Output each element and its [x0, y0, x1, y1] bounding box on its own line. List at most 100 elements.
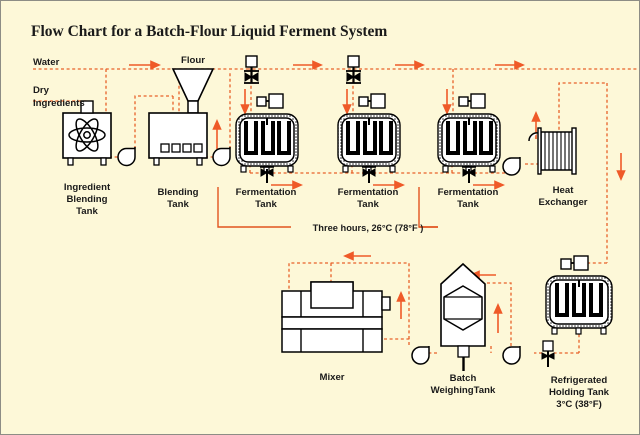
pump-5[interactable] — [411, 346, 430, 365]
rht-leg-r — [600, 327, 607, 335]
hx-left-flange — [537, 127, 542, 175]
centrifugal-pump-icon — [502, 157, 521, 176]
bt-leg-right — [196, 157, 203, 166]
input-label-dry-1: Dry — [33, 85, 50, 96]
input-label-dry-2: Ingredients — [33, 98, 85, 109]
ft3-leg-l — [442, 165, 449, 173]
bwt-label-line2: WeighingTank — [431, 385, 496, 396]
centrifugal-pump-icon — [502, 346, 521, 365]
rht-label-line1: Refrigerated — [551, 375, 608, 386]
bottom-valve-ft2[interactable] — [362, 166, 376, 183]
equipment-fermentation-tank-2[interactable]: Fermentation Tank — [337, 55, 401, 210]
arrow-down-ft3 — [442, 89, 452, 115]
atom-mixer-icon — [68, 118, 106, 152]
equipment-fermentation-tank-1[interactable]: Fermentation Tank — [235, 55, 299, 210]
flour-hopper-icon — [171, 68, 215, 102]
ft1-agitator-coils — [244, 118, 291, 155]
mixer-hood-overlay — [310, 281, 354, 309]
hx-inlet-bend — [528, 132, 539, 142]
ft2-label-line2: Tank — [357, 199, 379, 210]
ft3-label-line2: Tank — [457, 199, 479, 210]
bottom-valve-ft1[interactable] — [260, 166, 274, 183]
centrifugal-pump-icon — [212, 147, 231, 167]
equipment-batch-weighing-tank[interactable]: Batch WeighingTank — [431, 262, 496, 396]
hx-label-line2: Exchanger — [538, 197, 587, 208]
input-label-flour: Flour — [181, 55, 205, 66]
rht-leg-l — [551, 327, 558, 335]
ibt-leg-left — [67, 157, 74, 166]
equipment-blending-tank[interactable]: Blending Tank — [148, 68, 215, 210]
ft1-label-line1: Fermentation — [236, 187, 297, 198]
rht-agitator-coils — [555, 280, 603, 317]
ft1-leg-r — [287, 165, 294, 173]
bwt-label-line1: Batch — [450, 373, 477, 384]
arrow-up-blending-riser — [212, 119, 222, 149]
arrow-top-1 — [129, 60, 161, 70]
hx-label-line1: Heat — [553, 185, 575, 196]
flow-arrows — [129, 60, 626, 333]
arrow-up-mixer-riser — [396, 291, 406, 319]
mixer-label: Mixer — [319, 372, 344, 383]
input-label-water: Water — [33, 57, 60, 68]
bt-label-line2: Tank — [167, 199, 189, 210]
control-valve-icon-ft1[interactable] — [244, 55, 259, 84]
bracket-right-stub — [418, 187, 438, 228]
ft2-label-line1: Fermentation — [338, 187, 399, 198]
arrow-bottom-1 — [271, 180, 303, 190]
hx-fins — [544, 132, 570, 170]
bt-leg-left — [153, 157, 160, 166]
equipment-heat-exchanger[interactable]: Heat Exchanger — [528, 127, 588, 208]
arrow-bottom-3 — [473, 180, 505, 190]
control-valve-icon-ft2[interactable] — [346, 55, 361, 84]
residence-note-label: Three hours, 26°C (78°F ) — [313, 223, 424, 233]
arrow-down-ft2 — [342, 89, 352, 115]
pipe-pump1-to-blending — [134, 95, 173, 149]
arrow-top-3 — [395, 60, 425, 70]
ft3-label-line1: Fermentation — [438, 187, 499, 198]
equipment-fermentation-tank-3[interactable]: Fermentation Tank — [437, 93, 501, 210]
ft2-agitator-coils — [346, 118, 393, 155]
ft1-leg-l — [240, 165, 247, 173]
fermentation-residence-bracket — [217, 187, 438, 228]
pipe-hx-outlet-riser — [558, 82, 607, 141]
equipment-mixer[interactable]: Mixer — [281, 281, 391, 383]
equipment-refrigerated-holding-tank[interactable]: Refrigerated Holding Tank 3°C (38°F) — [541, 255, 613, 410]
arrow-up-bwt — [493, 303, 503, 333]
blending-tank-controls — [160, 143, 203, 153]
rht-label-line3: 3°C (38°F) — [556, 399, 602, 410]
bottom-valve-ft3[interactable] — [462, 166, 476, 183]
pump-1[interactable] — [117, 147, 136, 167]
pump-3[interactable] — [502, 157, 521, 176]
rht-discharge-valve[interactable] — [541, 340, 555, 367]
arrow-up-hx — [531, 111, 541, 139]
ibt-label-line2: Blending — [66, 194, 107, 205]
mixer-lower-frame — [281, 328, 383, 353]
agitator-drive-icon-rht — [560, 255, 589, 271]
ft3-leg-r — [489, 165, 496, 173]
ibt-nozzle — [80, 100, 94, 114]
arrow-top-2 — [293, 60, 323, 70]
hx-right-flange — [571, 127, 577, 175]
pipe-mixer-right-riser — [331, 262, 410, 339]
centrifugal-pump-icon — [117, 147, 136, 167]
centrifugal-pump-icon — [411, 346, 430, 365]
mixer-side-nub — [381, 296, 391, 311]
ft1-label-line2: Tank — [255, 199, 277, 210]
ibt-label-line3: Tank — [76, 206, 98, 217]
pump-2[interactable] — [212, 147, 231, 167]
equipment-ingredient-blending-tank[interactable]: Ingredient Blending Tank — [62, 100, 112, 217]
arrow-left-mixer-inlet — [343, 251, 371, 261]
pump-4[interactable] — [502, 346, 521, 365]
arrow-down-ft1 — [240, 89, 250, 115]
agitator-drive-icon-ft2 — [358, 93, 386, 109]
bt-label-line1: Blending — [157, 187, 198, 198]
rht-label-line2: Holding Tank — [549, 387, 610, 398]
bwt-outlet-box — [457, 345, 470, 358]
agitator-drive-icon-ft3 — [458, 93, 486, 109]
hopper-outlet — [187, 100, 199, 114]
arrow-bottom-2 — [373, 180, 405, 190]
mixer-mid-band — [281, 316, 383, 330]
arrow-down-right — [616, 153, 626, 181]
